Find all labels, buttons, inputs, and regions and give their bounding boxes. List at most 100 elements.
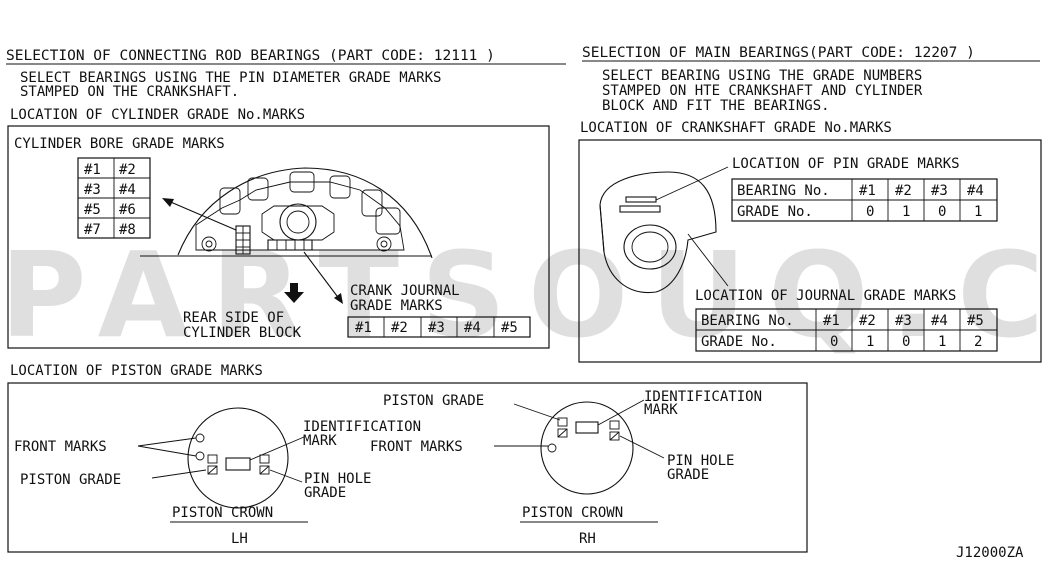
- journal-table-grade: 1: [866, 334, 874, 350]
- pin-table-header-label: BEARING No.: [737, 183, 830, 199]
- main-instruction-line3: BLOCK AND FIT THE BEARINGS.: [602, 98, 830, 114]
- pin-table-grade: 1: [902, 204, 910, 220]
- block-dowel-hole: [380, 240, 388, 248]
- main-bearing-section: SELECTION OF MAIN BEARINGS(PART CODE: 12…: [578, 45, 1042, 363]
- piston-rh-grade-label: PISTON GRADE: [383, 393, 484, 409]
- pin-table-number: #4: [967, 183, 984, 199]
- piston-rh-pinhole-hatch: [609, 431, 620, 441]
- journal-grade-mark-plate: [267, 239, 313, 251]
- piston-lh-pinhole-pointer: [269, 469, 303, 483]
- journal-table-number: #3: [895, 313, 912, 329]
- journal-location-label: LOCATION OF JOURNAL GRADE MARKS: [695, 288, 956, 304]
- journal-table-number: #5: [967, 313, 984, 329]
- block-dowel: [376, 236, 392, 252]
- pin-grade-table: BEARING No. GRADE No. #1 #2 #3 #4 0 1 0 …: [731, 178, 998, 222]
- conrod-title: SELECTION OF CONNECTING ROD BEARINGS (PA…: [6, 48, 495, 64]
- conrod-instruction-line2: STAMPED ON THE CRANKSHAFT.: [20, 84, 239, 100]
- journal-cell: #2: [391, 320, 408, 336]
- rear-side-label-line2: CYLINDER BLOCK: [183, 325, 302, 341]
- journal-table-grade: 0: [830, 334, 838, 350]
- piston-lh-ident-label-line1: IDENTIFICATION: [303, 419, 421, 435]
- crank-web-outline: [599, 171, 717, 294]
- block-journal-cap: [261, 205, 335, 241]
- bore-cell: #5: [84, 202, 101, 218]
- piston-rh-side-label: RH: [579, 531, 596, 547]
- piston-lh-pinhole-label-line2: GRADE: [304, 485, 346, 501]
- journal-cell: #5: [501, 320, 518, 336]
- journal-table-number: #2: [859, 313, 876, 329]
- piston-rh-pinhole-box: [609, 420, 620, 430]
- block-pocket: [219, 187, 241, 215]
- piston-lh-pinhole-hatch: [259, 465, 270, 475]
- main-instruction-line2: STAMPED ON HTE CRANKSHAFT AND CYLINDER: [602, 83, 923, 99]
- block-pocket: [247, 177, 269, 201]
- journal-table-number: #1: [823, 313, 840, 329]
- block-dowel: [201, 236, 217, 252]
- pin-table-grade: 1: [974, 204, 982, 220]
- piston-rh-crown-label: PISTON CROWN: [522, 505, 623, 521]
- piston-rh-grade-box: [557, 428, 568, 438]
- piston-lh-crown: [187, 407, 289, 509]
- journal-grade-table: BEARING No. GRADE No. #1 #2 #3 #4 #5 0 1…: [695, 308, 998, 352]
- bore-cell: #6: [119, 202, 136, 218]
- piston-rh-grade-pointer: [513, 403, 561, 421]
- piston-lh-grade-box: [207, 465, 218, 475]
- piston-rh: PISTON GRADE IDENTIFICATION MARK FRONT M…: [370, 389, 762, 547]
- cylinder-block-drawing: [140, 167, 433, 259]
- piston-lh: FRONT MARKS PISTON GRADE IDENTIFICATION …: [14, 407, 421, 547]
- crank-location-label: LOCATION OF CRANKSHAFT GRADE No.MARKS: [580, 120, 892, 136]
- bore-cell: #4: [119, 182, 136, 198]
- piston-lh-front-pointer: [137, 437, 197, 447]
- crank-journal-label-line1: CRANK JOURNAL: [350, 283, 460, 299]
- bore-cell: #8: [119, 222, 136, 238]
- rear-side-arrow-icon: [284, 283, 304, 303]
- crank-web-edge: [599, 204, 605, 253]
- figure-code: J12000ZA: [956, 545, 1024, 561]
- bore-marks-label: CYLINDER BORE GRADE MARKS: [14, 136, 225, 152]
- pin-table-number: #2: [895, 183, 912, 199]
- piston-rh-ident-pointer: [597, 399, 645, 426]
- bore-marks-pointer: [165, 199, 237, 231]
- piston-lh-side-label: LH: [231, 531, 248, 547]
- journal-cell: #3: [428, 320, 445, 336]
- crank-journal-grade-table: #1 #2 #3 #4 #5: [347, 316, 531, 338]
- cylinder-location-label: LOCATION OF CYLINDER GRADE No.MARKS: [10, 107, 305, 123]
- journal-table-grade-label: GRADE No.: [701, 334, 777, 350]
- cylinder-block-frame: [7, 125, 550, 349]
- block-pocket: [289, 171, 315, 193]
- crankshaft-drawing: [599, 166, 729, 294]
- pin-table-grade-label: GRADE No.: [737, 204, 813, 220]
- pin-table-grade: 0: [938, 204, 946, 220]
- piston-rh-pinhole-label-line2: GRADE: [667, 467, 709, 483]
- bore-grade-table: #1 #2 #3 #4 #5 #6 #7 #8: [77, 157, 151, 239]
- piston-lh-grade-label: PISTON GRADE: [20, 472, 121, 488]
- bore-cell: #2: [119, 162, 136, 178]
- piston-rh-front-label: FRONT MARKS: [370, 439, 463, 455]
- piston-rh-ident-plate: [575, 421, 599, 434]
- conrod-section: SELECTION OF CONNECTING ROD BEARINGS (PA…: [6, 48, 566, 349]
- crank-journal-label-line2: GRADE MARKS: [350, 298, 443, 314]
- pin-grade-pointer: [655, 166, 729, 201]
- block-pocket: [361, 189, 383, 217]
- piston-lh-ident-pointer: [249, 436, 305, 461]
- pin-grade-mark-plate: [619, 205, 661, 213]
- journal-table-grade: 1: [938, 334, 946, 350]
- piston-rh-ident-label-line2: MARK: [644, 402, 678, 418]
- crank-pin: [623, 224, 677, 270]
- conrod-instruction-line1: SELECT BEARINGS USING THE PIN DIAMETER G…: [20, 70, 441, 86]
- bore-cell: #3: [84, 182, 101, 198]
- journal-grade-pointer: [687, 233, 729, 287]
- main-title: SELECTION OF MAIN BEARINGS(PART CODE: 12…: [582, 45, 975, 61]
- pin-table-number: #1: [859, 183, 876, 199]
- piston-lh-pinhole-label-line1: PIN HOLE: [304, 471, 371, 487]
- journal-table-header-label: BEARING No.: [701, 313, 794, 329]
- piston-rh-pinhole-label-line1: PIN HOLE: [667, 453, 734, 469]
- crankshaft-frame: [578, 139, 1042, 363]
- piston-lh-front-mark: [195, 433, 205, 443]
- journal-marks-arrowhead: [334, 293, 343, 304]
- piston-lh-front-pointer: [137, 445, 197, 457]
- piston-lh-pinhole-box: [259, 465, 270, 475]
- piston-rh-grade-hatch: [557, 428, 568, 438]
- pin-location-label: LOCATION OF PIN GRADE MARKS: [732, 156, 960, 172]
